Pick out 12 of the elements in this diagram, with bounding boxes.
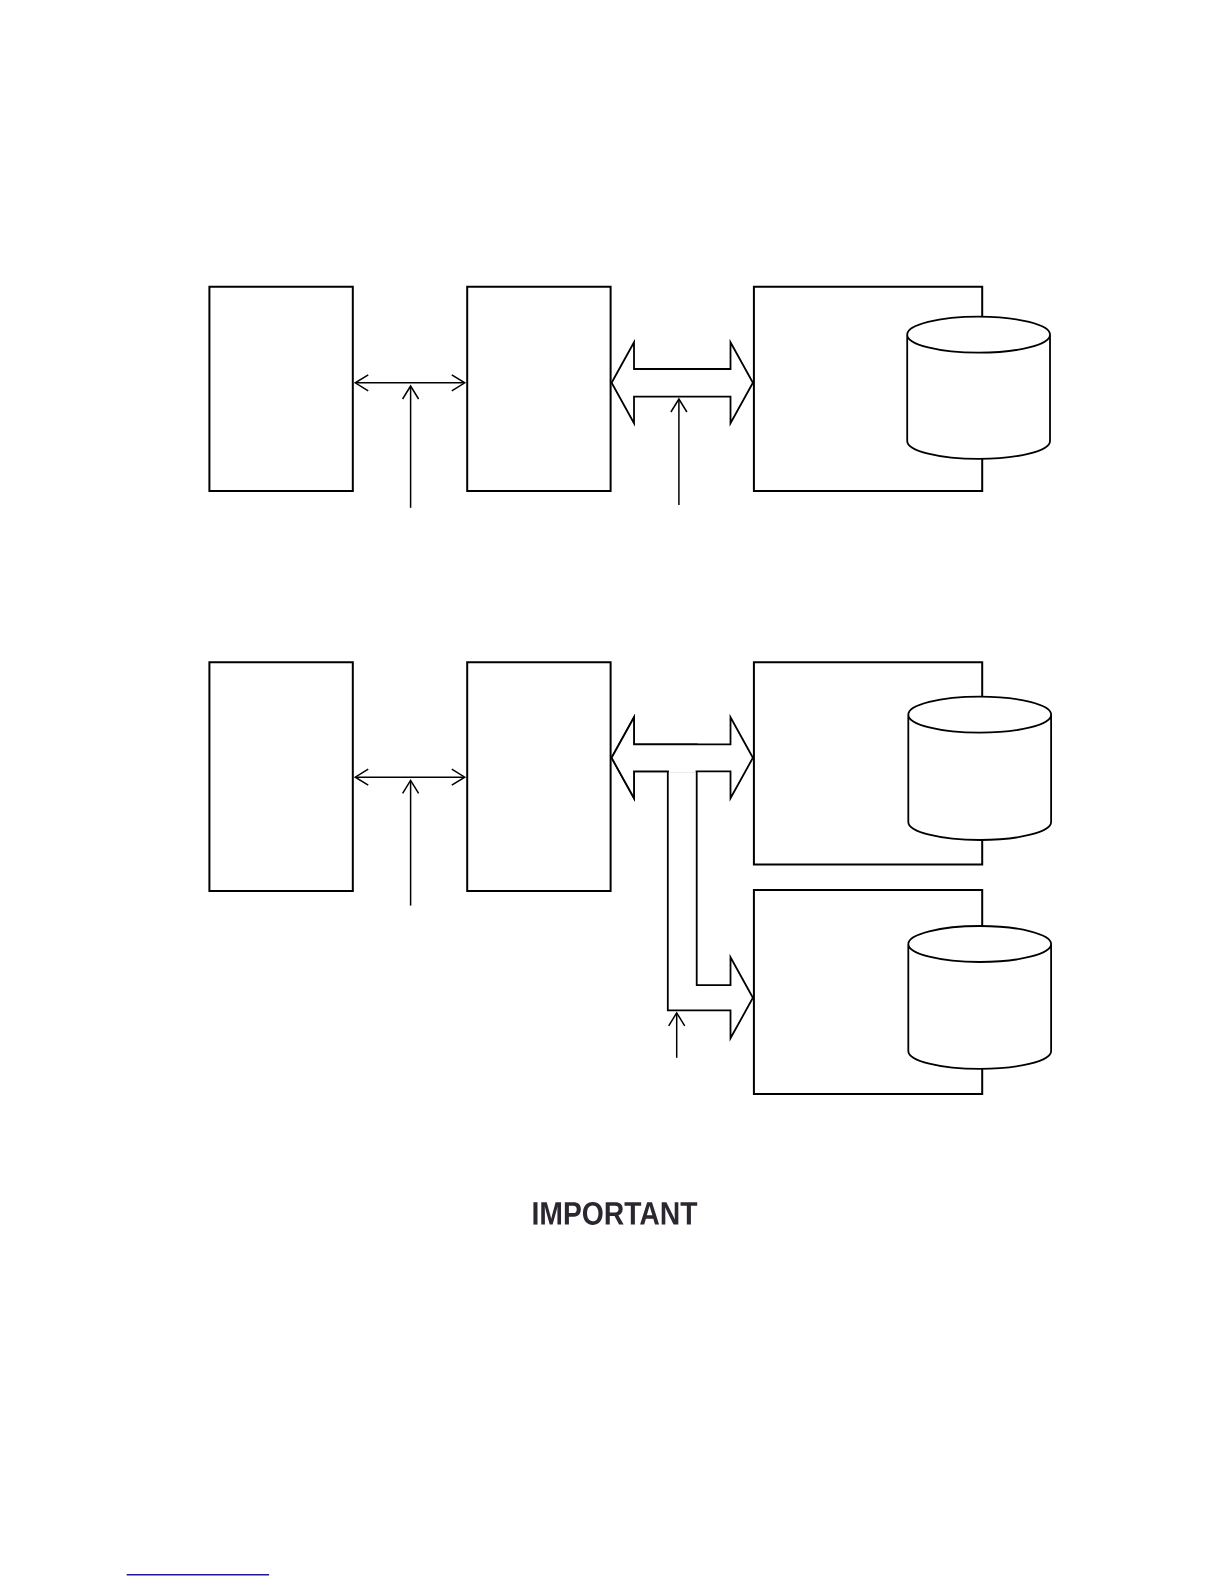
box xyxy=(466,661,612,893)
heading: IMPORTANT xyxy=(533,1201,698,1225)
cylinder xyxy=(907,925,1052,1070)
box xyxy=(208,661,354,893)
box xyxy=(208,285,354,493)
box xyxy=(466,285,612,493)
block-arrow xyxy=(610,338,754,427)
cylinder xyxy=(907,695,1052,841)
arrow xyxy=(353,768,467,786)
cylinder xyxy=(906,315,1051,460)
block-arrow xyxy=(610,713,754,802)
arrow xyxy=(353,374,467,392)
